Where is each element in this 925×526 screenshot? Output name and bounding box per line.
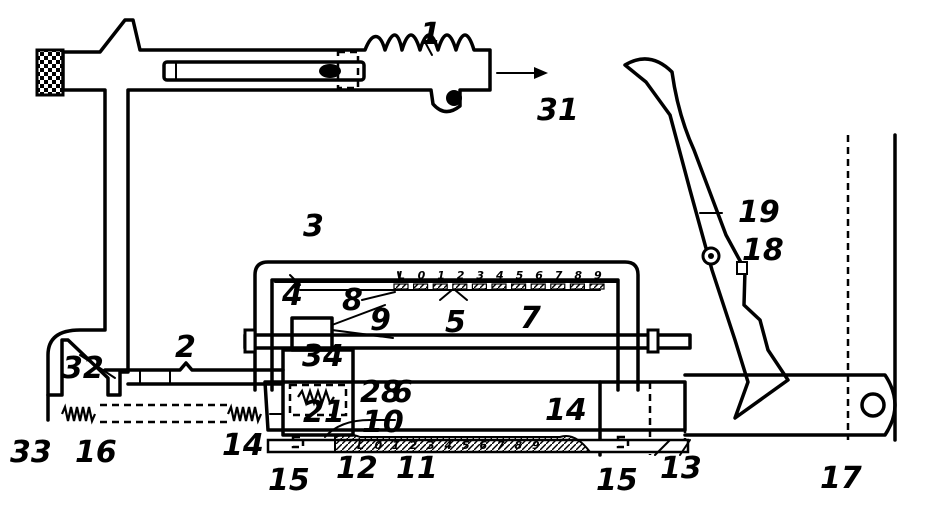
pivot-17: [860, 392, 886, 418]
upper-scale-mark: [491, 283, 507, 290]
rail-2: [103, 361, 285, 372]
lower-scale-label: 2: [410, 439, 418, 452]
lever-stop: [446, 90, 462, 106]
label-34: 34: [302, 339, 344, 374]
upper-scale-label: 5: [516, 269, 524, 282]
label-12: 12: [336, 451, 378, 486]
label-21: 21: [303, 395, 345, 430]
label-18: 18: [742, 233, 784, 268]
upper-scale-label: 6: [535, 269, 543, 282]
bracket-3: [253, 260, 640, 392]
lower-scale-label: 1: [392, 439, 400, 452]
label-3: 3: [303, 209, 324, 244]
spring-16-left: [60, 403, 97, 425]
label-17: 17: [820, 461, 862, 496]
label-10: 10: [362, 405, 404, 440]
label-14-left: 14: [222, 428, 264, 463]
lower-scale-label: 0: [375, 439, 383, 452]
lower-scale-label: 5: [462, 439, 470, 452]
label-6: 6: [392, 375, 413, 410]
upper-scale-label: 1: [437, 269, 445, 282]
pawl-19: [623, 57, 790, 420]
label-7: 7: [520, 301, 541, 336]
label-8: 8: [342, 283, 363, 318]
upper-scale-mark: [530, 283, 546, 290]
upper-scale-mark: [589, 283, 605, 290]
upper-scale-label: L: [398, 269, 405, 282]
lever-arm: [35, 18, 548, 397]
label-13: 13: [660, 451, 702, 486]
lower-scale-label: L: [357, 439, 364, 452]
slot-pin-housing: [336, 50, 360, 90]
label-2: 2: [175, 330, 196, 365]
knurled-grip: [35, 48, 65, 97]
upper-scale-mark: [569, 283, 586, 290]
lever-outline: [46, 18, 492, 397]
upper-scale-label: 4: [495, 269, 504, 282]
upper-scale-mark: [432, 283, 448, 290]
lower-scale-label: 4: [444, 439, 453, 452]
lower-scale-label: 8: [515, 439, 523, 452]
label-31: 31: [537, 93, 579, 128]
upper-scale-mark: [471, 283, 487, 290]
carriage-spring: [297, 387, 335, 407]
label-33: 33: [10, 435, 52, 470]
label-15-left: 15: [268, 463, 310, 498]
upper-scale-label: 9: [594, 269, 602, 282]
label-1: 1: [420, 17, 441, 52]
upper-scale-mark: [452, 283, 468, 290]
upper-scale-label: 7: [555, 269, 563, 282]
label-9: 9: [370, 303, 391, 338]
lower-scale-label: 9: [532, 439, 540, 452]
upper-scale-label: 0: [418, 269, 426, 282]
carriage: [281, 348, 355, 437]
upper-scale-mark: [511, 283, 527, 290]
label-11: 11: [396, 451, 438, 486]
upper-scale-mark: [393, 283, 409, 290]
slot-pin: [319, 64, 341, 78]
label-16: 16: [75, 435, 117, 470]
lever-slot: [162, 60, 366, 82]
upper-scale-label: 3: [476, 269, 484, 282]
pointer-10: [324, 419, 396, 438]
upper-scale-label: 2: [457, 269, 465, 282]
upper-scale-mark: [413, 283, 429, 290]
upper-scale-mark: [550, 283, 566, 290]
upper-scale-label: 8: [574, 269, 582, 282]
label-15-right: 15: [596, 463, 638, 498]
label-28: 28: [360, 375, 402, 410]
label-19: 19: [738, 195, 780, 230]
scale-strip-11: [334, 433, 593, 453]
spring-16-right: [226, 403, 263, 425]
label-32: 32: [62, 351, 104, 386]
label-4: 4: [281, 278, 303, 313]
lower-scale-label: 7: [497, 439, 505, 452]
label-14-right: 14: [545, 393, 587, 428]
leader-lines: [79, 41, 723, 456]
lower-scale-label: 3: [427, 439, 435, 452]
lower-scale-label: 6: [480, 439, 488, 452]
label-5: 5: [445, 305, 466, 340]
